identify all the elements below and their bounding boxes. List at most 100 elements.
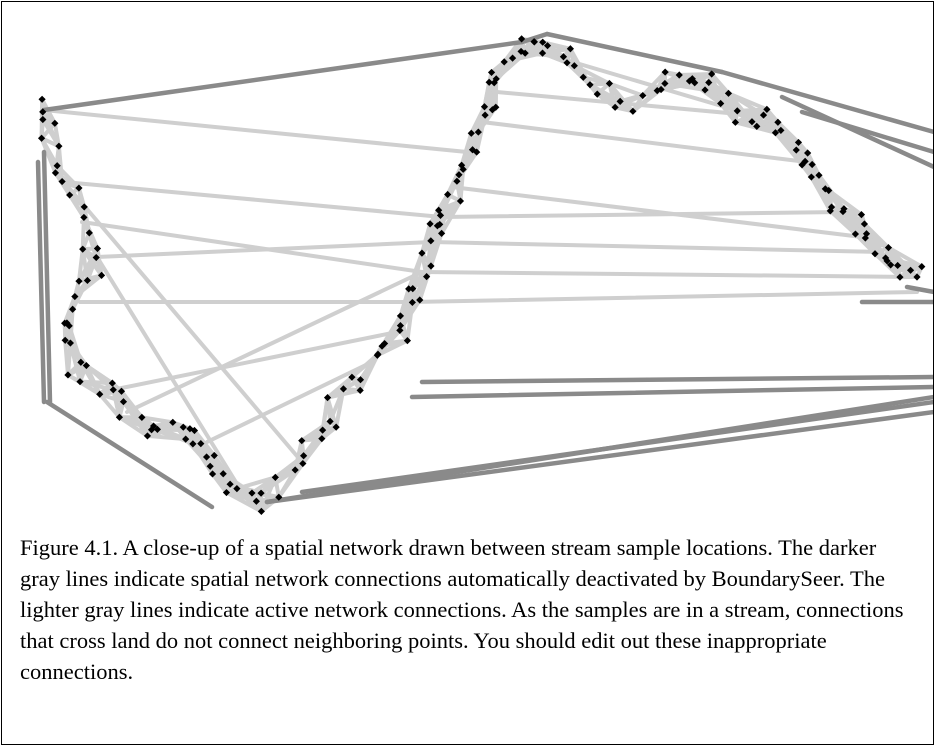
sample-point (518, 35, 526, 43)
sample-point (206, 462, 214, 470)
sample-point (219, 470, 227, 478)
sample-point (291, 466, 299, 474)
sample-point (396, 312, 405, 320)
sample-point (109, 386, 117, 394)
sample-point (688, 75, 696, 83)
spatial-network-diagram (35, 31, 933, 515)
sample-point (271, 473, 279, 481)
sample-point (639, 91, 647, 100)
sample-point (208, 470, 217, 478)
sample-point (408, 298, 416, 307)
active-connection (95, 255, 244, 494)
sample-point (804, 149, 812, 157)
sample-point (153, 425, 162, 434)
deactivated-connection (299, 399, 933, 495)
sample-point (913, 273, 921, 281)
sample-point (80, 213, 88, 222)
active-connection (78, 363, 89, 384)
sample-point (339, 385, 348, 393)
sample-point (92, 253, 100, 262)
sample-locations (37, 35, 926, 515)
sample-point (539, 38, 547, 46)
active-connection (84, 363, 102, 397)
sample-point (629, 107, 637, 115)
sample-point (197, 439, 205, 448)
sample-point (436, 211, 445, 219)
sample-point (252, 497, 260, 505)
sample-point (299, 459, 307, 468)
sample-point (733, 107, 741, 115)
sample-point (427, 262, 435, 270)
sample-point (748, 118, 756, 126)
sample-point (538, 49, 547, 57)
sample-point (579, 73, 587, 81)
active-connection (205, 360, 374, 444)
sample-point (63, 319, 71, 327)
sample-point (456, 197, 465, 205)
active-connection (495, 90, 774, 119)
active-connection (607, 81, 645, 98)
sample-point (115, 413, 124, 421)
sample-point (323, 394, 332, 402)
sample-point (474, 128, 482, 136)
sample-point (724, 89, 733, 97)
active-connection (52, 121, 61, 149)
active-connection (273, 475, 281, 500)
sample-point (319, 426, 327, 434)
sample-point (396, 326, 404, 335)
sample-point (860, 220, 869, 228)
sample-point (61, 336, 69, 344)
sample-point (753, 122, 761, 130)
sample-point (467, 129, 475, 137)
sample-point (481, 111, 489, 119)
sample-point (657, 85, 665, 94)
sample-point (763, 105, 771, 113)
sample-point (857, 211, 866, 219)
sample-point (570, 62, 578, 70)
sample-point (427, 237, 435, 245)
sample-point (882, 254, 890, 262)
sample-point (774, 118, 782, 126)
sample-point (839, 207, 847, 216)
active-connection (62, 180, 304, 464)
sample-point (75, 277, 83, 285)
sample-point (485, 78, 493, 86)
sample-point (490, 79, 498, 87)
sample-point (378, 342, 386, 350)
active-connection (63, 338, 70, 377)
sample-point (222, 488, 231, 497)
sample-point (66, 191, 74, 199)
sample-point (39, 108, 47, 116)
deactivated-connection (544, 31, 725, 75)
sample-point (827, 203, 836, 211)
active-connection (97, 392, 122, 420)
sample-point (55, 142, 63, 150)
sample-point (896, 273, 904, 281)
sample-point (82, 361, 90, 370)
deactivated-connection (41, 39, 525, 113)
sample-point (559, 53, 568, 61)
sample-point (426, 220, 434, 228)
active-connection (234, 475, 278, 491)
sample-point (169, 418, 177, 426)
sample-point (71, 292, 79, 301)
sample-point (586, 81, 594, 89)
sample-point (66, 339, 75, 347)
active-connection (440, 210, 844, 219)
sample-point (530, 38, 538, 46)
sample-point (593, 90, 601, 98)
active-connections (39, 36, 924, 514)
sample-point (563, 59, 571, 67)
sample-point (717, 99, 725, 108)
active-connection (826, 188, 864, 217)
sample-point (186, 425, 194, 433)
active-connection (100, 330, 399, 394)
active-connection (613, 93, 645, 110)
sample-point (300, 452, 308, 460)
sample-point (53, 162, 61, 170)
sample-point (653, 87, 661, 95)
sample-point (75, 184, 83, 192)
sample-point (906, 266, 915, 274)
sample-point (759, 111, 768, 119)
